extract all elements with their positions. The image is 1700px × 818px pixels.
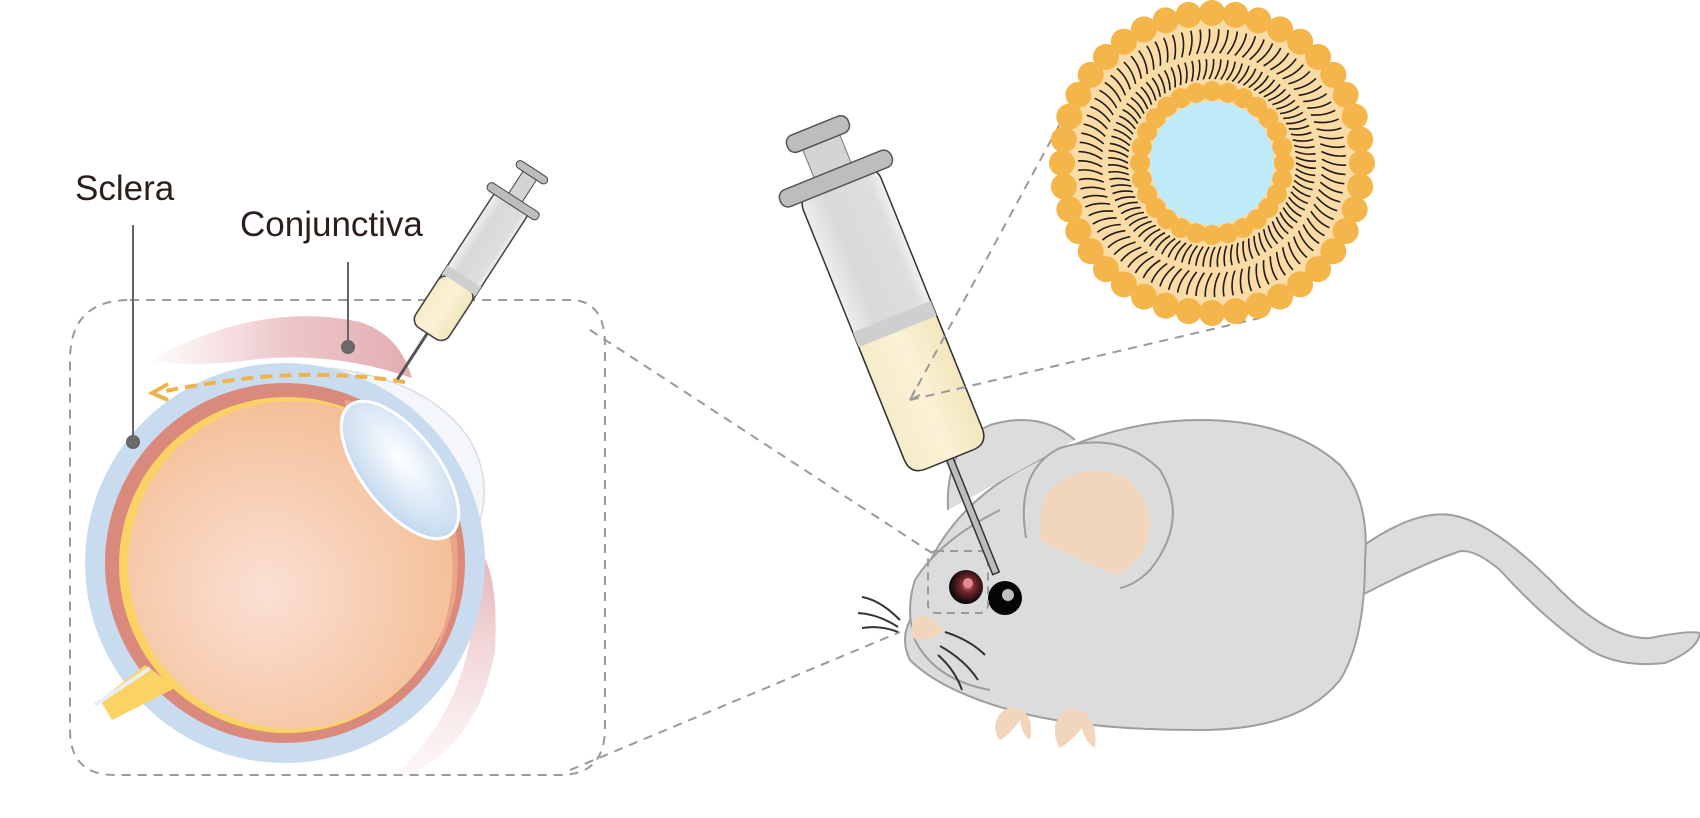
eye-zoom-frame xyxy=(69,299,933,776)
sclera-pointer-dot xyxy=(126,435,140,449)
mouse-head xyxy=(909,509,1001,691)
conjunctiva-band xyxy=(150,316,412,378)
zoom-connector-top xyxy=(589,329,933,554)
aqueous-core xyxy=(1150,101,1274,225)
large-syringe xyxy=(778,114,1001,576)
eye-cross-section xyxy=(85,160,549,775)
lower-eyelid xyxy=(395,540,496,775)
mouse-foot-2 xyxy=(1054,709,1096,748)
lipid-tails xyxy=(1077,28,1347,298)
label-conjunctiva: Conjunctiva xyxy=(240,205,423,244)
nanoparticle-connectors xyxy=(907,119,1261,403)
inner-headgroups xyxy=(1130,81,1294,245)
zoom-connector-bottom xyxy=(569,631,901,771)
mouse-ear-inner xyxy=(1040,470,1150,575)
label-sclera: Sclera xyxy=(75,169,175,208)
mouse xyxy=(857,418,1700,748)
small-syringe xyxy=(396,160,549,381)
mouse-tail xyxy=(1358,513,1700,666)
optic-nerve xyxy=(100,665,175,720)
lens xyxy=(339,399,461,541)
outer-headgroups xyxy=(1049,0,1375,326)
conjunctiva-pointer-dot xyxy=(341,340,355,354)
mouse-foot-1 xyxy=(995,707,1032,740)
mouse-eye-zoom-box xyxy=(927,550,989,614)
injection-path-arrow xyxy=(159,372,406,394)
label-leaders xyxy=(126,225,355,449)
nanoparticle-inset xyxy=(1049,0,1375,326)
mouse-nose xyxy=(910,615,945,641)
mouse-whiskers xyxy=(857,596,986,691)
